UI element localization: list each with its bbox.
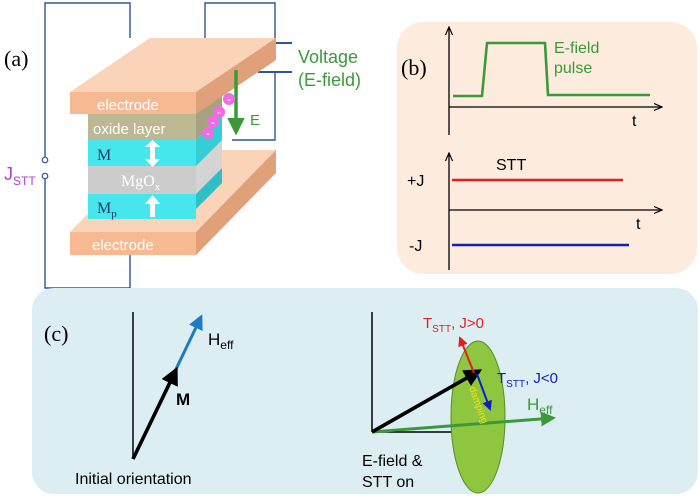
oxide-layer-label: oxide layer: [93, 121, 166, 138]
tstt-neg-arrow: [476, 373, 492, 411]
bottom-electrode-label: electrode: [92, 237, 154, 254]
minus-j-label: -J: [409, 238, 422, 255]
oxide-layer: [88, 114, 196, 140]
initial-m-label: M: [176, 390, 190, 409]
stack-side-oxide: [196, 88, 222, 140]
panel-b-background: [397, 22, 697, 274]
stt-on-caption-line2: STT on: [362, 474, 414, 491]
pulse-label-line1: E-field: [554, 40, 599, 57]
svg-text:-: -: [227, 94, 231, 106]
jstt-terminal-top: [41, 156, 49, 164]
panel-b-label: (b): [401, 55, 427, 80]
panel-a-label: (a): [4, 46, 28, 71]
plus-j-label: +J: [407, 173, 424, 190]
barrier-label: MgOx: [121, 173, 161, 193]
pinned-layer: [88, 194, 196, 219]
voltage-label-line2: (E-field): [298, 70, 361, 90]
svg-text:-: -: [206, 128, 210, 140]
voltage-label-line1: Voltage: [298, 47, 358, 67]
panel-c: (c) Heff M Initial orientation damping T…: [32, 288, 698, 494]
initial-heff-label: Heff: [208, 330, 234, 352]
pinned-layer-label: Mp: [97, 200, 117, 220]
top-electrode-label: electrode: [97, 97, 159, 114]
m-layer-label: M: [97, 147, 111, 164]
jstt-terminal-bottom: [41, 172, 49, 180]
circuit-wires: [44, 2, 276, 289]
efield-pulse-line: [453, 41, 650, 98]
svg-text:-: -: [217, 107, 221, 119]
charge-dots: [202, 93, 235, 139]
barrier-layer: [88, 166, 196, 194]
stt-label: STT: [496, 157, 526, 174]
free-layer: [88, 140, 196, 166]
panel-b: (b) E-field pulse t STT +J -J t: [397, 22, 697, 274]
svg-text:-: -: [211, 117, 215, 129]
stt-on-m-arrow: [371, 369, 483, 434]
stt-on-caption-line1: E-field &: [362, 453, 423, 470]
panel-c-label: (c): [44, 321, 68, 346]
tstt-pos-arrow: [458, 336, 475, 374]
efield-arrow-label: E: [250, 112, 260, 129]
stt-on-heff-label: Heff: [527, 395, 553, 417]
t-label-bottom: t: [636, 216, 641, 233]
initial-m-arrow: [131, 366, 178, 460]
panel-c-background: [32, 288, 698, 494]
stt-on-heff-arrow: [371, 411, 556, 434]
pinned-layer-up-arrow: [145, 195, 160, 217]
jstt-label: JSTT: [4, 164, 36, 188]
stack-side-mp: [196, 168, 222, 209]
panel-a: (a) JSTT: [4, 2, 361, 289]
pulse-label-line2: pulse: [554, 60, 592, 77]
charge-signs: - - - -: [206, 94, 231, 140]
tstt-neg-label: TSTT, J<0: [497, 370, 558, 390]
t-label-top: t: [632, 113, 637, 130]
tstt-pos-label: TSTT, J>0: [423, 315, 484, 335]
initial-orientation-caption: Initial orientation: [75, 471, 192, 488]
free-layer-double-arrow: [145, 140, 160, 167]
